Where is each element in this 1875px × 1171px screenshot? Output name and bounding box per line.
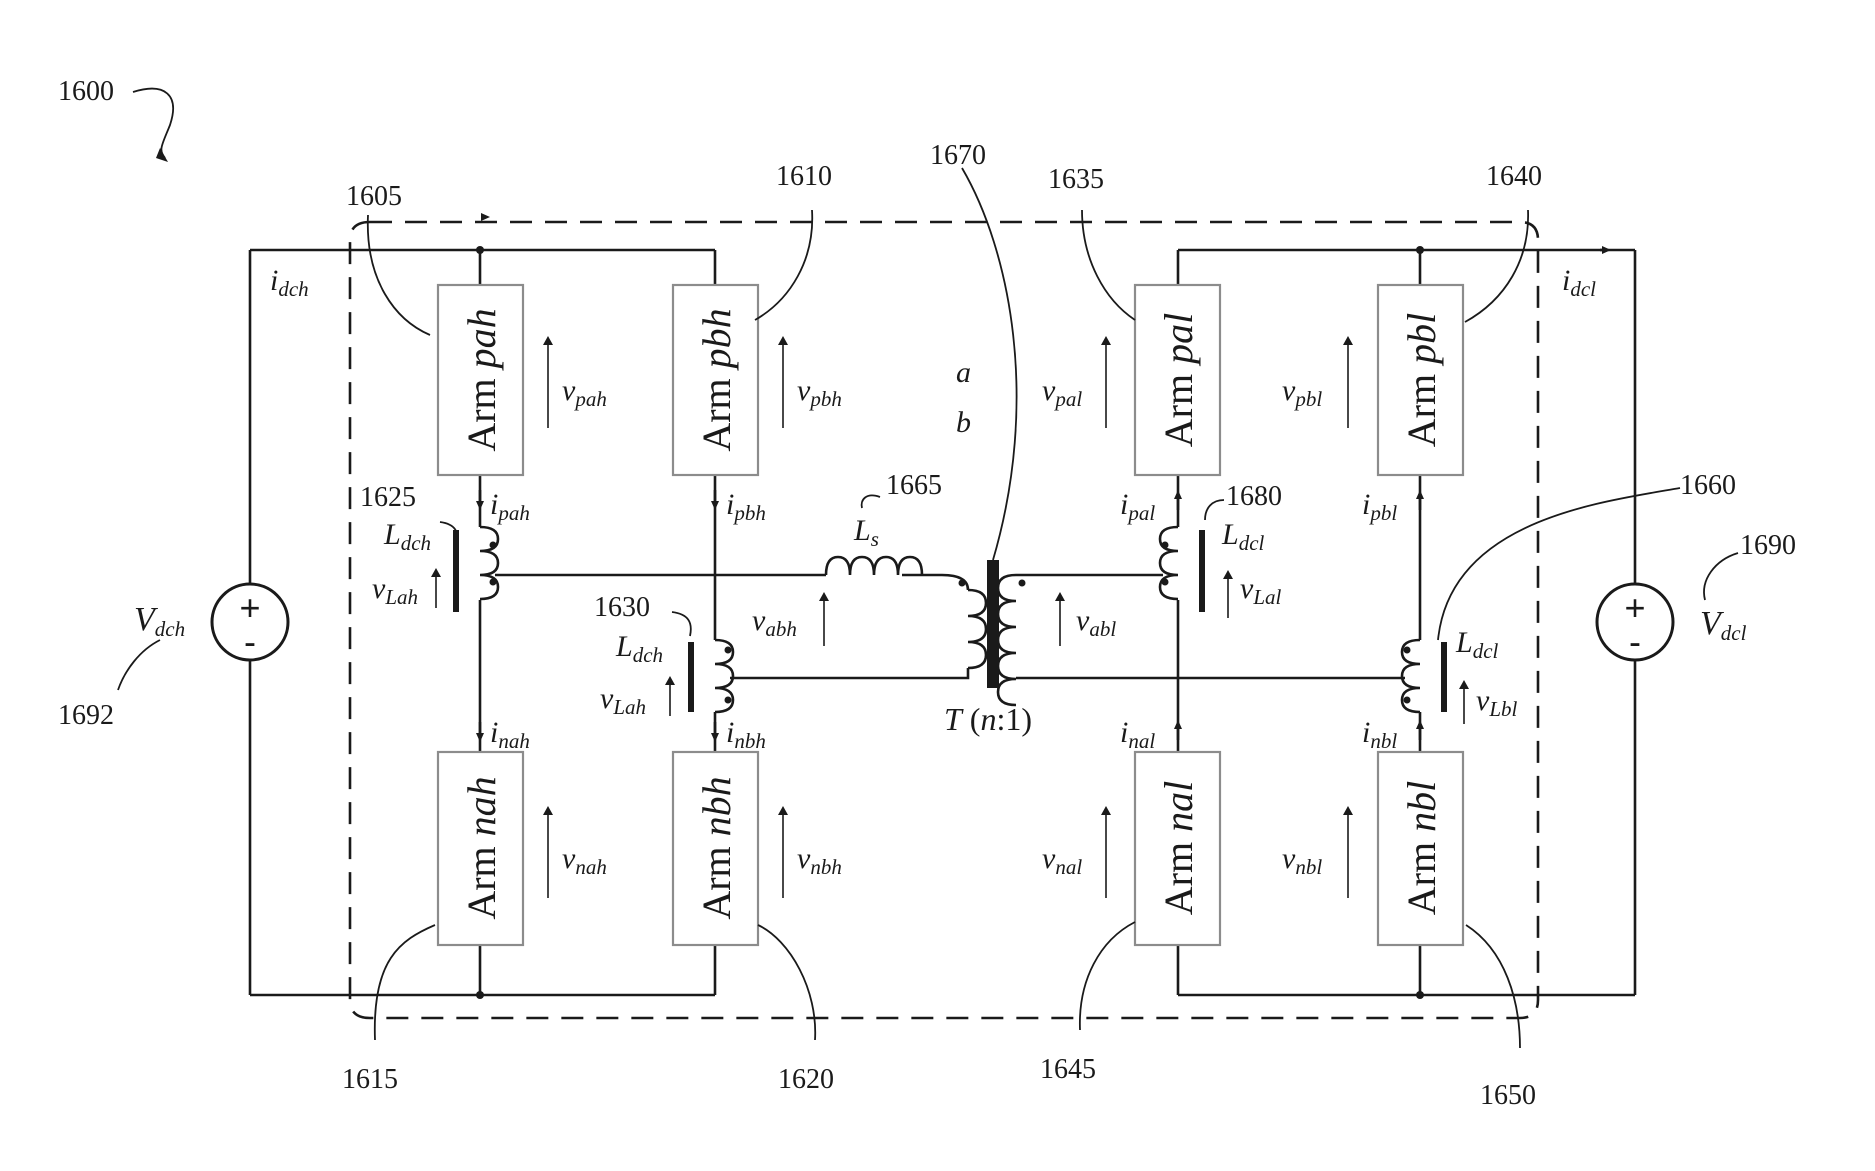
arm-nbh: Arm nbh [673, 752, 758, 945]
label-ls: Ls [853, 514, 879, 551]
label-ipal: ipal [1120, 488, 1155, 525]
leader-1692 [118, 640, 160, 690]
svg-text:Arm nah: Arm nah [459, 776, 504, 919]
inductor-1625 [456, 527, 498, 612]
converter-boundary [350, 222, 1538, 1018]
symbol-labels: idch idcl vpah vpbh vpal vpbl vnah vnbh … [134, 264, 1747, 879]
source-vdcl: + - [1597, 584, 1673, 662]
arm-pbh: Arm pbh [673, 285, 758, 475]
leader-1605 [368, 215, 430, 335]
label-ldch-1630: Ldch [615, 630, 663, 667]
svg-text:Arm pbl: Arm pbl [1399, 313, 1444, 447]
ref-1615: 1615 [342, 1064, 398, 1095]
label-vlah-1: vLah [372, 572, 418, 609]
svg-text:Arm nbl: Arm nbl [1399, 781, 1444, 915]
ref-1625: 1625 [360, 482, 416, 513]
leader-1680 [1205, 500, 1224, 520]
label-vdch: Vdch [134, 601, 185, 641]
leader-1665 [862, 495, 880, 508]
arm-pal: Arm pal [1135, 285, 1220, 475]
label-inah: inah [490, 716, 530, 753]
inductor-ls [826, 557, 922, 575]
ref-1665: 1665 [886, 470, 942, 501]
label-vnah: vnah [562, 842, 607, 879]
arm-nal: Arm nal [1135, 752, 1220, 945]
label-vnbl: vnbl [1282, 842, 1322, 879]
label-ldch-1625: Ldch [383, 518, 431, 555]
leader-1620 [758, 925, 815, 1040]
arm-pah: Arm pah [438, 285, 523, 475]
inductor-1680 [1160, 527, 1202, 612]
label-vlal: vLal [1240, 572, 1282, 609]
ref-1610: 1610 [776, 161, 832, 192]
source-vdch: + - [212, 584, 288, 662]
label-vdcl: Vdcl [1700, 605, 1747, 645]
label-vpal: vpal [1042, 374, 1082, 411]
arm-nah: Arm nah [438, 752, 523, 945]
leader-1630 [672, 612, 691, 636]
label-ldcl-1660: Ldcl [1455, 626, 1499, 663]
label-ipbl: ipbl [1362, 488, 1397, 525]
leader-1635 [1082, 210, 1135, 320]
svg-text:Arm pbh: Arm pbh [694, 308, 739, 451]
ref-1635: 1635 [1048, 164, 1104, 195]
label-idch: idch [270, 264, 309, 301]
label-node-b: b [956, 406, 971, 439]
leader-1640 [1465, 210, 1528, 322]
arm-pbl: Arm pbl [1378, 285, 1463, 475]
leader-1615 [375, 925, 435, 1040]
label-idcl: idcl [1562, 264, 1596, 301]
svg-text:Arm nbh: Arm nbh [694, 776, 739, 919]
ref-1650: 1650 [1480, 1080, 1536, 1111]
ref-1670: 1670 [930, 140, 986, 171]
leader-1650 [1466, 925, 1520, 1048]
label-vnbh: vnbh [797, 842, 842, 879]
ref-1640: 1640 [1486, 161, 1542, 192]
label-vpah: vpah [562, 374, 607, 411]
ref-1660: 1660 [1680, 470, 1736, 501]
label-vabl: vabl [1076, 604, 1116, 641]
label-inbl: inbl [1362, 716, 1397, 753]
svg-text:Arm pah: Arm pah [459, 308, 504, 451]
label-inal: inal [1120, 716, 1155, 753]
transformer-t [959, 560, 1026, 705]
ref-1600: 1600 [58, 76, 114, 107]
label-ipbh: ipbh [726, 488, 766, 525]
label-ldcl-1680: Ldcl [1221, 518, 1265, 555]
svg-text:Arm nal: Arm nal [1156, 781, 1201, 915]
arm-nbl: Arm nbl [1378, 752, 1463, 945]
ref-1680: 1680 [1226, 481, 1282, 512]
voltage-arrows [436, 340, 1464, 898]
inductor-1630 [691, 640, 733, 712]
leader-1600 [133, 89, 173, 158]
ref-1630: 1630 [594, 592, 650, 623]
label-vabh: vabh [752, 604, 797, 641]
svg-text:Arm pal: Arm pal [1156, 313, 1201, 447]
leader-1610 [755, 210, 812, 320]
node-b-wire-high [730, 668, 968, 678]
label-node-a: a [956, 356, 971, 389]
ref-1692: 1692 [58, 700, 114, 731]
label-vpbl: vpbl [1282, 374, 1322, 411]
leader-1645 [1080, 922, 1135, 1030]
ref-1690: 1690 [1740, 530, 1796, 561]
ref-1645: 1645 [1040, 1054, 1096, 1085]
label-vlah-2: vLah [600, 682, 646, 719]
leader-1690 [1704, 553, 1738, 600]
inductor-1660 [1402, 640, 1444, 712]
label-ipah: ipah [490, 488, 530, 525]
ls-to-transformer [902, 575, 968, 590]
label-inbh: inbh [726, 716, 766, 753]
ref-1620: 1620 [778, 1064, 834, 1095]
svg-text:-: - [1629, 621, 1641, 662]
svg-text:-: - [244, 621, 256, 662]
label-vpbh: vpbh [797, 374, 842, 411]
reference-leaders [118, 89, 1738, 1048]
label-vnal: vnal [1042, 842, 1082, 879]
ref-1605: 1605 [346, 181, 402, 212]
label-vlbl: vLbl [1476, 684, 1518, 721]
label-transformer-ratio: T (n:1) [944, 701, 1032, 737]
